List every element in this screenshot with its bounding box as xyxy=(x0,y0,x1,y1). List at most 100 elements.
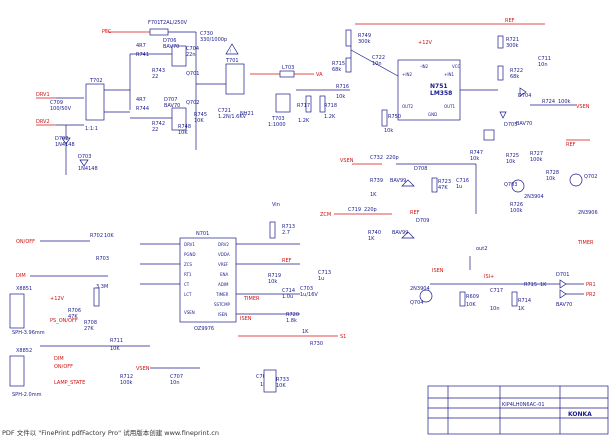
f701-value: T2AL/250V xyxy=(159,20,188,26)
r743-value: 22 xyxy=(152,74,158,80)
r743-label: R743 xyxy=(152,68,165,74)
r744-label: R744 xyxy=(136,106,149,112)
c716-value: 1u xyxy=(456,184,462,190)
r712-label: R712 xyxy=(120,374,133,380)
d705-label: D705 xyxy=(504,122,517,128)
q704-label: Q704 xyxy=(410,300,423,306)
d702-value: 1N4148 xyxy=(55,142,75,148)
c716-label: C716 xyxy=(456,178,469,184)
c707-value: 10n xyxy=(170,380,180,386)
p-lct: LCT xyxy=(184,292,192,297)
r711-value: 10K xyxy=(110,346,120,352)
p-timer: TIMER xyxy=(215,292,229,297)
d706-label: D706 xyxy=(163,38,176,44)
d702-label: D702 xyxy=(55,136,68,142)
pin-vcc: VCC xyxy=(452,64,461,69)
c721-label: C721 xyxy=(218,108,231,114)
d707-value: BAV70 xyxy=(164,103,180,109)
isen-oz-label: ISEN xyxy=(240,316,252,322)
c707-label: C707 xyxy=(170,374,183,380)
d701-value: BAV70 xyxy=(556,302,572,308)
d705-value: BAV70 xyxy=(516,121,532,127)
drv1-label: DRV1 xyxy=(36,92,50,98)
c711-value: 10n xyxy=(538,62,548,68)
out2-label: out2 xyxy=(476,246,487,252)
n2a-label: 2N3904 xyxy=(410,286,430,292)
r708-value: 27K xyxy=(84,326,94,332)
r739-value: 1K xyxy=(370,192,377,198)
r720-value: 1.8k xyxy=(286,318,297,324)
c713-label: C713 xyxy=(318,270,331,276)
t703-value: 1:1000 xyxy=(268,122,286,128)
r711-label: R711 xyxy=(110,338,123,344)
t702-label: T702 xyxy=(89,78,103,84)
r750-label: R750 xyxy=(388,114,401,120)
lm358-section: REF R749 300k R715 68k C722 10n +12V N75… xyxy=(332,18,590,134)
r742-label: R742 xyxy=(152,121,165,127)
con1-label: SPH-3.96mm xyxy=(12,330,45,336)
d708-value: BAV99 xyxy=(390,178,406,184)
r744-value: 4R7 xyxy=(136,97,146,103)
r704-label: 3.3M xyxy=(96,284,108,290)
d703-value: 1N4148 xyxy=(78,166,98,172)
d708-label: D708 xyxy=(414,166,427,172)
r706-value: 47K xyxy=(68,314,78,320)
r719-value: 10k xyxy=(268,279,277,285)
c703-value: 1u/16V xyxy=(300,292,318,298)
r716-label: R716 xyxy=(336,84,349,90)
q702-label: Q702 xyxy=(186,100,199,106)
q703-value: 2N3904 xyxy=(524,194,544,200)
p-drv1: DRV1 xyxy=(184,242,195,247)
v12-label: +12V xyxy=(418,40,433,46)
p-isen: ISEN xyxy=(218,312,227,317)
d703-label: D703 xyxy=(78,154,91,160)
r712-value: 100k xyxy=(120,380,133,386)
q703-label: Q703 xyxy=(504,182,517,188)
pin-out1: OUT1 xyxy=(444,104,456,109)
c709-label: C709 xyxy=(50,100,63,106)
va-label: VA xyxy=(316,72,323,78)
r727-label: R727 xyxy=(530,151,543,157)
r749-label: R749 xyxy=(358,33,371,39)
svg-text:!: ! xyxy=(230,49,232,54)
r609-value: 10K xyxy=(466,302,476,308)
r730-v: 1K xyxy=(302,329,309,335)
c714-value: 1.0u xyxy=(282,294,293,300)
r749-value: 300k xyxy=(358,39,371,45)
r717-value: 1.2K xyxy=(298,118,310,124)
r718-label: R718 xyxy=(324,103,337,109)
c730-label: C730 xyxy=(200,31,213,37)
p-ena: ENA xyxy=(220,272,229,277)
ref-label-top: REF xyxy=(505,18,515,24)
r725-label: R725 xyxy=(506,153,519,159)
r715-label: R715 xyxy=(332,61,345,67)
p-adim: ADIM xyxy=(218,282,229,287)
vsen-label-right: VSEN xyxy=(576,104,590,110)
pin-in2p: +IN2 xyxy=(402,72,413,77)
r702-label: R702 xyxy=(90,233,103,239)
con2-label: SPH-2.0mm xyxy=(12,392,42,398)
r723-label: R723 xyxy=(438,179,451,185)
timer-oz-label: TIMER xyxy=(243,296,260,302)
r703-label: R703 xyxy=(96,256,109,262)
c711-label: C711 xyxy=(538,56,551,62)
isl-label: ISl+ xyxy=(484,274,494,280)
ref-label-right: REF xyxy=(566,142,576,148)
r741-value: 4R7 xyxy=(136,43,146,49)
c703-label: C703 xyxy=(300,286,313,292)
r730-label: R730 xyxy=(310,341,323,347)
c713-value: 1u xyxy=(318,276,324,282)
r713-value: 2.7 xyxy=(282,230,290,236)
r745-label: R745 xyxy=(194,112,207,118)
p-vsen: VSEN xyxy=(184,310,195,315)
c732-label: C732 xyxy=(370,155,383,161)
x8851-label: X8851 xyxy=(16,286,32,292)
r716-value: 10k xyxy=(336,94,345,100)
f701-label: F701 xyxy=(148,20,160,26)
d709-label: D709 xyxy=(416,218,429,224)
ref-oz-label: REF xyxy=(282,258,292,264)
n751-value: LM358 xyxy=(430,90,452,97)
r708-label: R708 xyxy=(84,320,97,326)
p-drv2: DRV2 xyxy=(218,242,229,247)
c721-value: 1.2N/1.6KV xyxy=(218,114,247,120)
